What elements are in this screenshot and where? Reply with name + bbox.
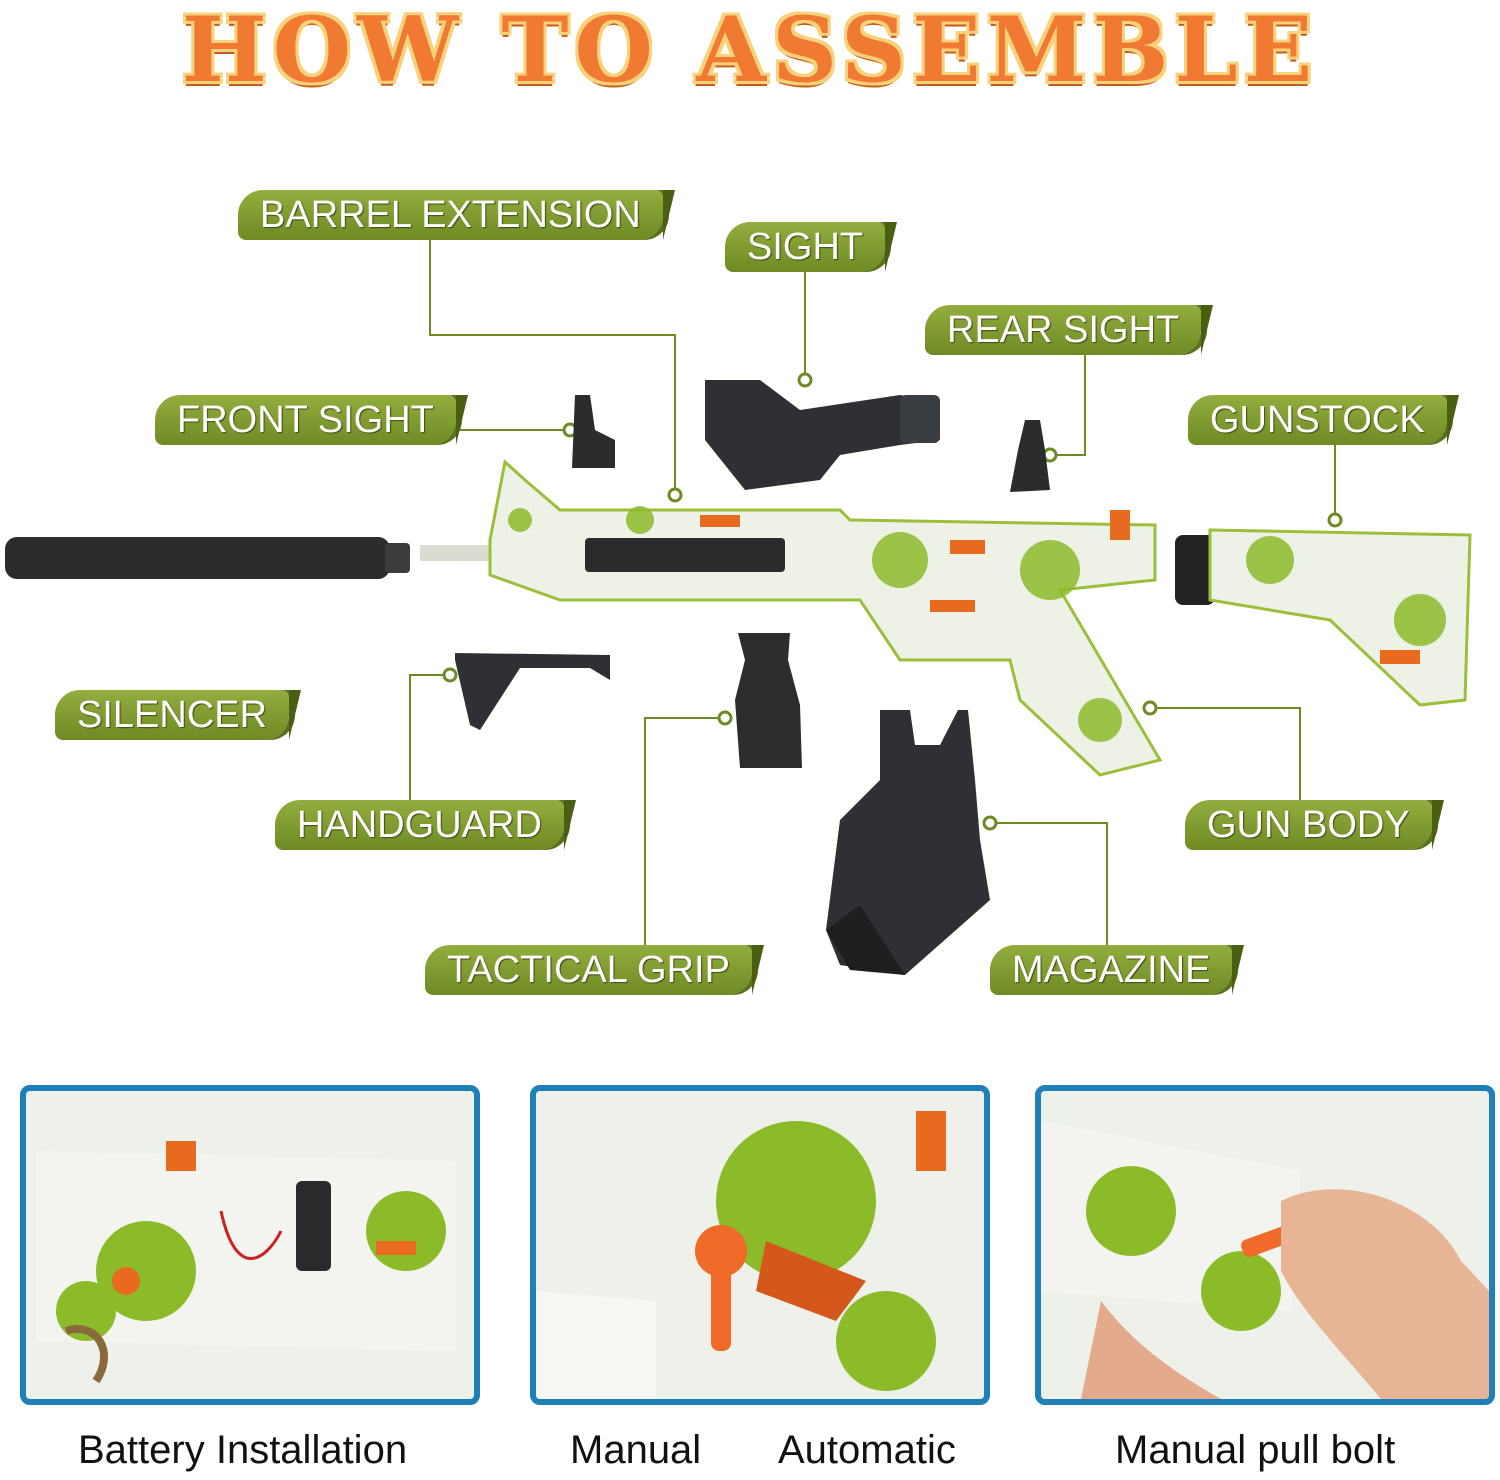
gunstock-part bbox=[1175, 528, 1472, 707]
gun-diagram bbox=[5, 240, 1472, 975]
caption-battery-installation: Battery Installation bbox=[78, 1428, 408, 1472]
label-silencer: SILENCER bbox=[55, 690, 302, 740]
label-gunstock: GUNSTOCK bbox=[1188, 395, 1459, 445]
label-barrel-extension: BARREL EXTENSION bbox=[238, 190, 675, 240]
manual-automatic-photo bbox=[530, 1085, 990, 1405]
front-sight-part bbox=[572, 395, 615, 468]
manual-pull-bolt-photo bbox=[1035, 1085, 1495, 1405]
tactical-grip-part bbox=[735, 633, 802, 768]
battery-installation-photo bbox=[20, 1085, 480, 1405]
pull-bolt-illustration bbox=[1041, 1091, 1489, 1399]
page-title: HOW TO ASSEMBLE bbox=[181, 0, 1319, 103]
label-tactical-grip: TACTICAL GRIP bbox=[425, 945, 764, 995]
label-handguard: HANDGUARD bbox=[275, 800, 576, 850]
gun-body-part bbox=[420, 459, 1163, 777]
battery-illustration bbox=[26, 1091, 474, 1399]
caption-automatic: Automatic bbox=[778, 1428, 956, 1472]
label-sight: SIGHT bbox=[725, 222, 898, 272]
sight-part bbox=[705, 380, 940, 490]
silencer-part bbox=[5, 537, 410, 579]
label-front-sight: FRONT SIGHT bbox=[155, 395, 468, 445]
leader-dots bbox=[442, 372, 1343, 831]
label-magazine: MAGAZINE bbox=[990, 945, 1245, 995]
caption-manual-pull-bolt: Manual pull bolt bbox=[1115, 1428, 1396, 1472]
selector-illustration bbox=[536, 1091, 984, 1399]
rear-sight-part bbox=[1010, 420, 1050, 492]
label-gun-body: GUN BODY bbox=[1185, 800, 1444, 850]
caption-manual: Manual bbox=[570, 1428, 702, 1472]
label-rear-sight: REAR SIGHT bbox=[925, 305, 1214, 355]
magazine-part bbox=[826, 710, 990, 975]
leader-lines bbox=[409, 240, 1336, 945]
handguard-part bbox=[455, 653, 610, 730]
